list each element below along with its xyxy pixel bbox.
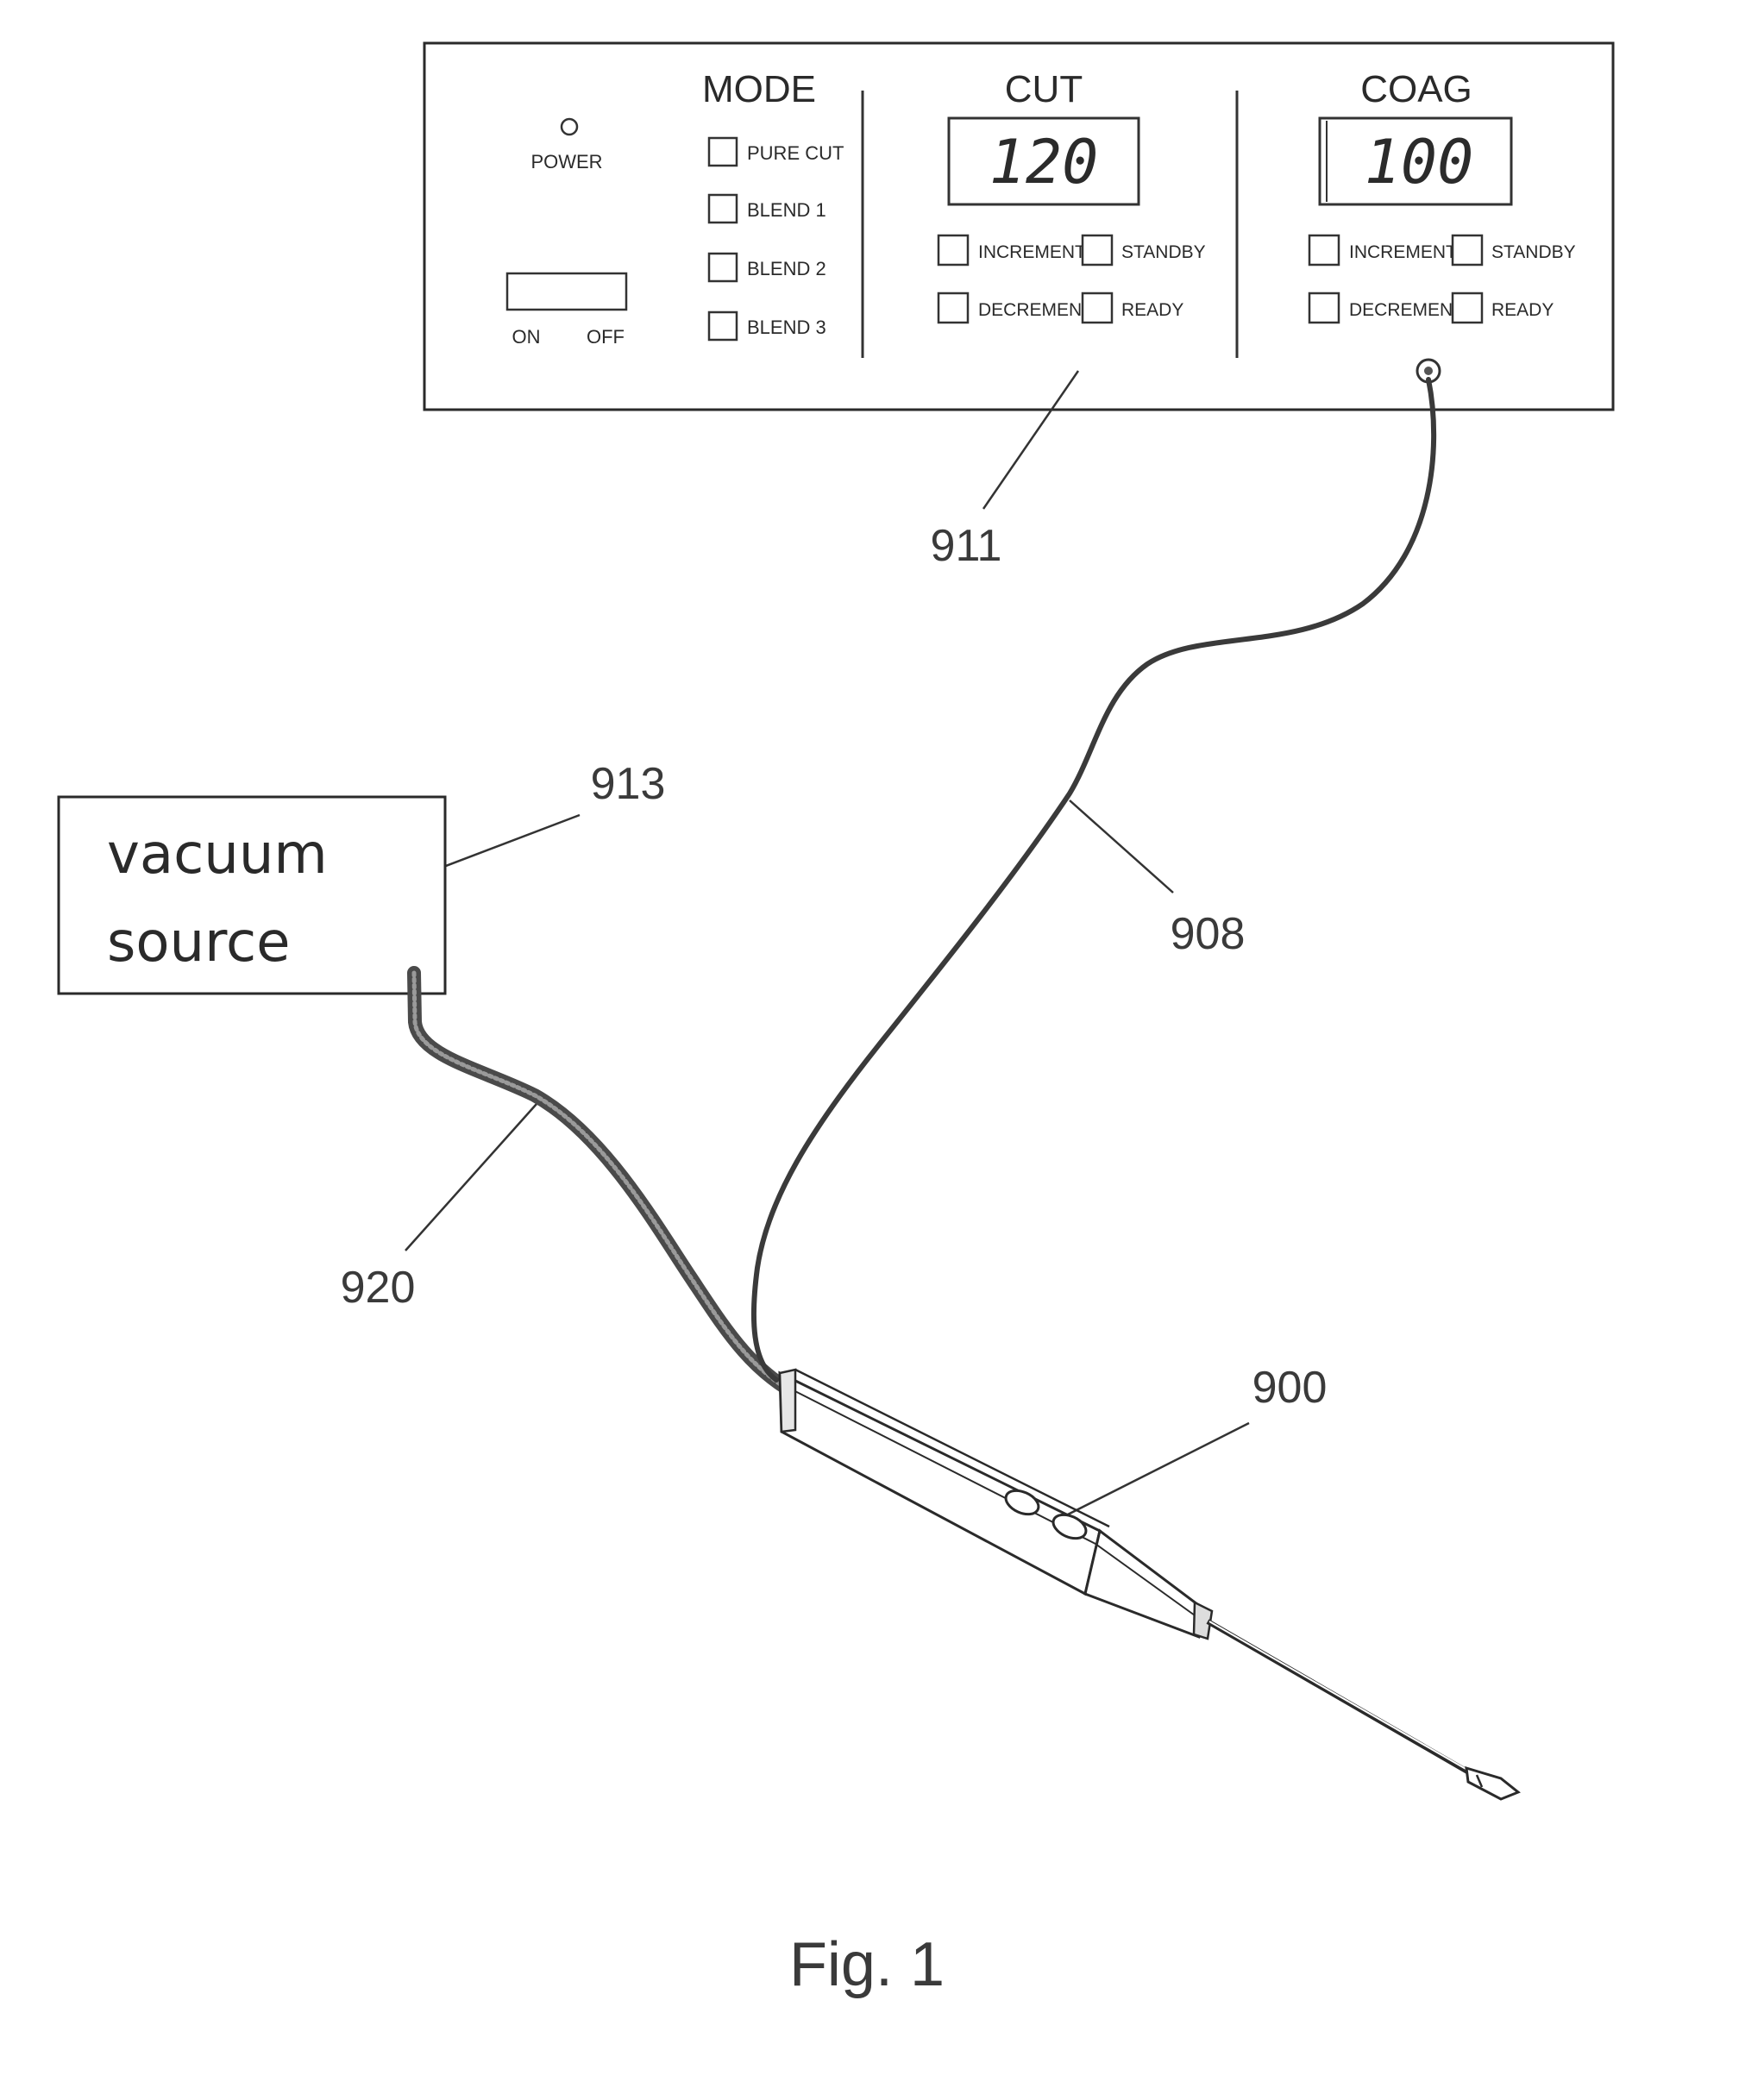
- handpiece-body: [780, 1373, 1100, 1594]
- vacuum-tube: [414, 973, 802, 1397]
- cut-title: CUT: [1005, 68, 1083, 110]
- mode-label-blend-2: BLEND 2: [747, 258, 826, 279]
- cut-display-value: 120: [989, 127, 1098, 198]
- mode-checkbox-blend-2[interactable]: [709, 254, 737, 281]
- leader-920: [405, 1104, 537, 1251]
- coag-ready-button[interactable]: [1453, 293, 1482, 323]
- figure-caption: Fig. 1: [789, 1930, 945, 1999]
- off-label: OFF: [587, 326, 625, 348]
- vacuum-label-line2: source: [107, 911, 291, 975]
- coag-decrement-button[interactable]: [1309, 293, 1339, 323]
- cut-ready-label: READY: [1121, 300, 1183, 320]
- ref-913: 913: [591, 759, 666, 809]
- mode-label-pure-cut: PURE CUT: [747, 142, 844, 164]
- ref-908: 908: [1171, 909, 1246, 959]
- mode-checkbox-pure-cut[interactable]: [709, 138, 737, 166]
- electrical-cable: [754, 379, 1434, 1380]
- handpiece-nose: [1085, 1531, 1206, 1637]
- coag-display-value: 100: [1365, 127, 1473, 198]
- mode-title: MODE: [702, 68, 816, 110]
- cut-decrement-label: DECREMENT: [978, 300, 1093, 320]
- cut-decrement-button[interactable]: [938, 293, 968, 323]
- cut-increment-label: INCREMENT: [978, 242, 1086, 262]
- coag-standby-button[interactable]: [1453, 235, 1482, 265]
- cut-standby-button[interactable]: [1083, 235, 1112, 265]
- vacuum-label-line1: vacuum: [107, 823, 328, 887]
- cut-ready-button[interactable]: [1083, 293, 1112, 323]
- leader-900: [1058, 1423, 1249, 1520]
- ref-900: 900: [1252, 1363, 1328, 1413]
- on-label: ON: [512, 326, 541, 348]
- mode-label-blend-1: BLEND 1: [747, 199, 826, 221]
- output-jack-center: [1424, 367, 1433, 375]
- mode-checkbox-blend-1[interactable]: [709, 195, 737, 223]
- leader-908: [1070, 800, 1173, 893]
- coag-standby-label: STANDBY: [1491, 242, 1576, 262]
- vacuum-tube-highlight: [414, 973, 802, 1397]
- ref-920: 920: [341, 1263, 416, 1313]
- mode-checkbox-blend-3[interactable]: [709, 312, 737, 340]
- coag-ready-label: READY: [1491, 300, 1554, 320]
- power-indicator-light: [562, 119, 577, 135]
- handpiece-end-cap: [780, 1370, 795, 1432]
- coag-decrement-label: DECREMENT: [1349, 300, 1464, 320]
- cut-increment-button[interactable]: [938, 235, 968, 265]
- coag-increment-label: INCREMENT: [1349, 242, 1457, 262]
- electrode-shaft: [1208, 1621, 1473, 1775]
- electrosurgical-handpiece: [780, 1370, 1518, 1799]
- power-switch[interactable]: [507, 273, 626, 310]
- electrode-shaft-inner: [1209, 1621, 1473, 1773]
- power-label: POWER: [530, 151, 602, 172]
- cut-standby-label: STANDBY: [1121, 242, 1206, 262]
- handpiece-edge-2: [780, 1383, 1095, 1544]
- coag-increment-button[interactable]: [1309, 235, 1339, 265]
- coag-title: COAG: [1360, 68, 1472, 110]
- ref-911: 911: [931, 521, 1002, 571]
- mode-label-blend-3: BLEND 3: [747, 317, 826, 338]
- electrode-tip: [1466, 1768, 1518, 1799]
